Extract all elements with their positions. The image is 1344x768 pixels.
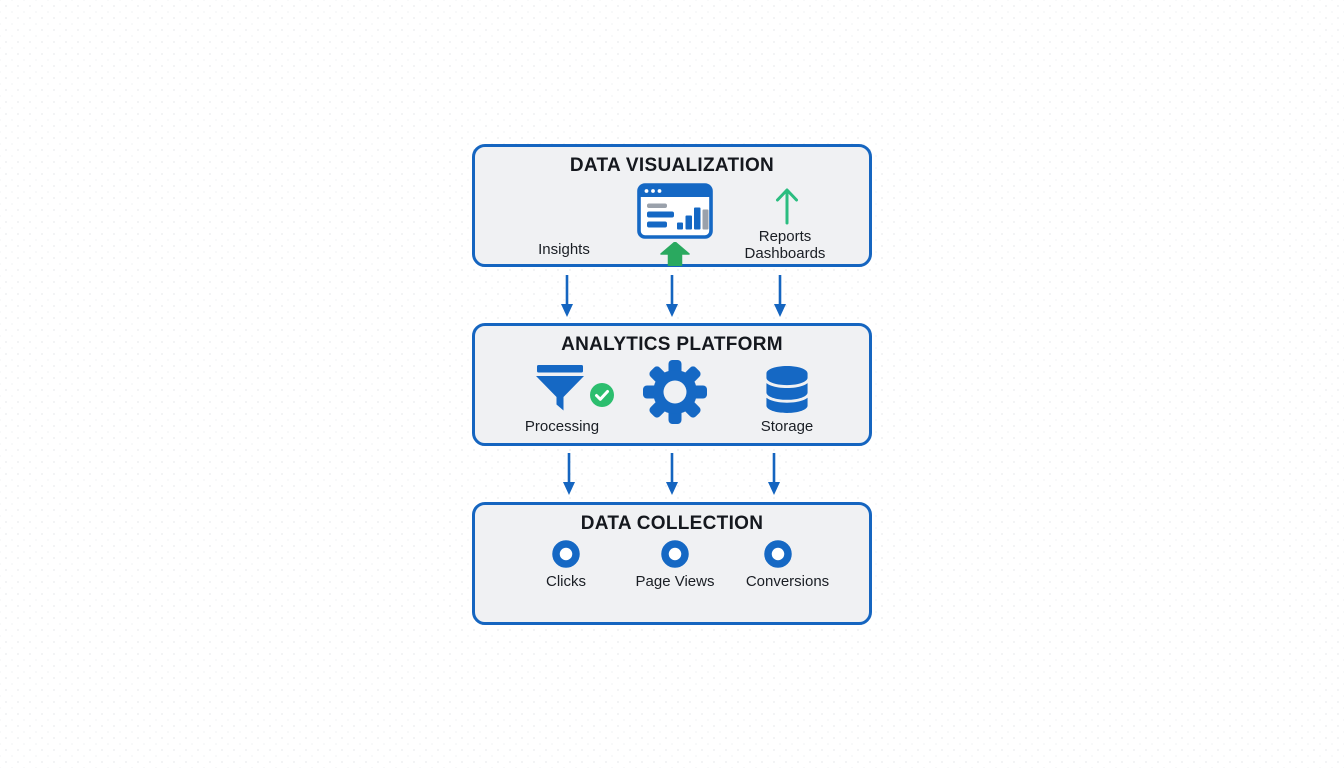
down-arrow-icon: [561, 452, 577, 496]
analytics-platform-box: ANALYTICS PLATFORM Processing: [472, 323, 872, 446]
down-arrow-icon: [772, 274, 788, 318]
insights-label: Insights: [538, 241, 590, 258]
data-collection-title: DATA COLLECTION: [580, 513, 764, 534]
data-collection-box: DATA COLLECTION Clicks Page Views Conver…: [472, 502, 872, 625]
check-circle-icon: [589, 382, 615, 408]
gear-icon: [642, 359, 708, 425]
dashboard-window-icon: [637, 183, 713, 239]
processing-label: Processing: [524, 418, 600, 435]
down-arrow-icon: [559, 274, 575, 318]
reports-label-line1: Reports: [758, 228, 812, 245]
trend-up-arrow-icon: [774, 187, 800, 225]
down-arrow-icon: [664, 452, 680, 496]
reports-label-line2: Dashboards: [744, 245, 826, 262]
reports-dashboards-label: Reports Dashboards: [724, 228, 846, 262]
green-up-arrow-icon: [660, 242, 690, 266]
clicks-label: Clicks: [546, 573, 586, 590]
conversions-label: Conversions: [745, 573, 830, 590]
page-views-label: Page Views: [635, 573, 715, 590]
storage-label: Storage: [760, 418, 814, 435]
filter-funnel-icon: [535, 364, 585, 414]
data-visualization-box: DATA VISUALIZATION Insights: [472, 144, 872, 267]
clicks-donut-icon: [552, 540, 580, 568]
data-visualization-title: DATA VISUALIZATION: [569, 155, 775, 176]
down-arrow-icon: [766, 452, 782, 496]
page-views-donut-icon: [661, 540, 689, 568]
database-icon: [765, 366, 809, 413]
conversions-donut-icon: [764, 540, 792, 568]
analytics-platform-title: ANALYTICS PLATFORM: [561, 334, 783, 355]
down-arrow-icon: [664, 274, 680, 318]
